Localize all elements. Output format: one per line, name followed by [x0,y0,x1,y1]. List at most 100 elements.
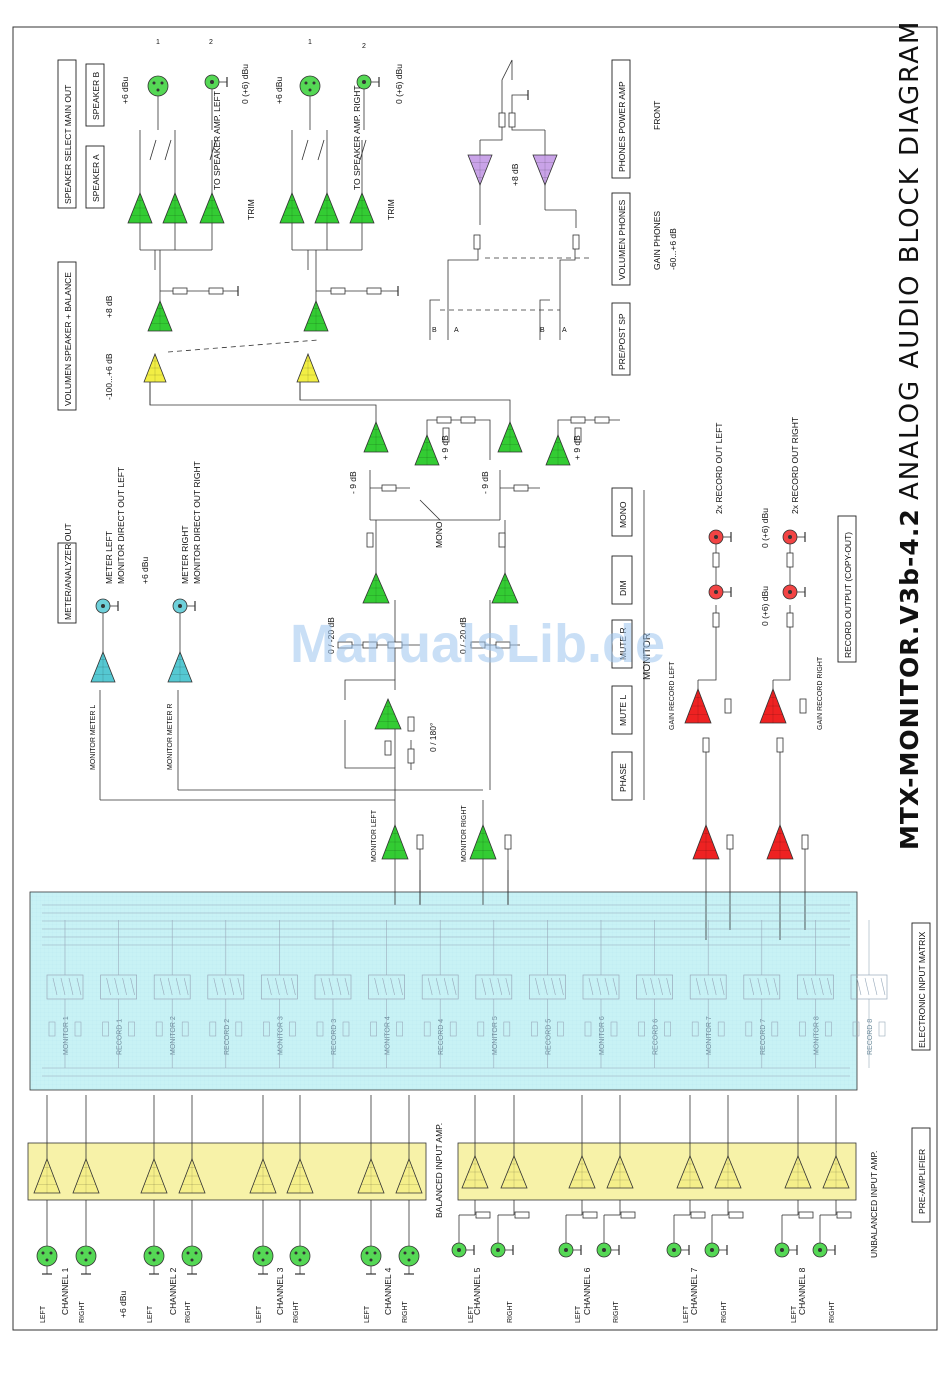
phones-right-res [508,112,516,128]
matrix-resistor [878,1021,886,1037]
resistor [172,287,188,295]
matrix-resistor [664,1021,671,1037]
channel-right-label: RIGHT [79,1301,86,1324]
matrix-resistor [209,1021,217,1037]
resistor [776,737,784,753]
monitor-button-dim[interactable] [611,555,633,605]
meter-left-label: METER LEFT [104,531,114,584]
wire [539,299,550,340]
wire [359,139,367,161]
wire [557,419,620,435]
spk-jack-left-level: 0 (+6) dBu [240,64,250,104]
wire [501,59,513,113]
channel-left-label: LEFT [40,1305,47,1323]
xlr-pin [257,1251,261,1255]
wire [209,139,217,161]
matrix-switch-contact [106,977,111,996]
monitor-button-mono[interactable] [611,487,633,537]
matrix-resistor [342,1021,350,1037]
xlr-pin [190,1258,194,1262]
matrix-switch-contact [435,977,441,996]
jack-pin [672,1248,676,1252]
to-speaker-right-label: TO SPEAKER AMP. RIGHT [352,85,362,190]
balanced-preamp [33,1157,61,1194]
matrix-switch-contact [604,977,610,996]
resistor [436,416,452,424]
channel-right-label: RIGHT [613,1301,620,1324]
monitor-button-phase[interactable] [611,751,633,801]
prepost-b-left: B [432,327,437,334]
matrix-resistor [235,1021,243,1037]
matrix-switch-contact [328,977,334,996]
dim-resistor [337,641,353,649]
matrix-cell-label: RECORD 6 [653,1019,660,1055]
xlr-pin [152,1258,156,1262]
speaker-a-button[interactable] [85,145,105,209]
matrix-cell-label: MONITOR 8 [813,1016,820,1055]
monitor-left-amp [381,823,409,860]
jack-pin [710,1248,714,1252]
resistor [330,287,346,295]
channel-right-label: RIGHT [293,1301,300,1324]
wire [149,139,157,161]
wire [149,380,377,422]
matrix-switch-contact [827,977,832,996]
jack-pin [788,535,792,539]
speaker-left-out-amp [199,191,225,224]
trim-pot [690,1211,706,1219]
matrix-switch-contact [213,977,219,996]
matrix-switch-contact [382,977,387,996]
speaker-b-button[interactable] [85,63,105,127]
wire [426,419,491,460]
monitor-button-mute-r[interactable] [611,619,633,669]
unbalanced-preamp-zone [457,1142,857,1201]
matrix-switch-contact [757,977,763,996]
matrix-resistor [852,1021,860,1037]
resistor [712,612,720,628]
wire [301,139,309,161]
resistor [786,612,794,628]
matrix-switch-contact [68,977,74,996]
speaker-left-out-amp [162,191,188,224]
speaker-right-out-amp [314,191,340,224]
matrix-resistor [717,1021,725,1037]
balanced-preamp [286,1157,314,1194]
matrix-resistor [584,1021,592,1037]
range-right-label: 0 / -20 dB [458,617,468,654]
matrix-resistor [316,1021,324,1037]
matrix-switch-contact [374,977,379,996]
matrix-cell-label: RECORD 1 [117,1019,124,1055]
volumen-phones-box [611,192,631,286]
misc-labels: BALANCED INPUT AMP. UNBALANCED INPUT AMP… [90,39,879,1318]
phones-power-amp-box [611,59,631,179]
mono-right-amp [491,571,519,604]
xlr-pin [365,1251,369,1255]
xlr-pin [369,1258,373,1262]
jack-pin [714,535,718,539]
spk-xlr-left-level: +6 dBu [120,77,130,104]
resistor [381,484,397,492]
trim-left-label: TRIM [246,199,256,220]
trim-pot [582,1211,598,1219]
phones-left-amp [467,154,493,187]
preamp-label-box [911,1127,931,1223]
channel-name: CHANNEL 8 [797,1267,807,1315]
gain-phones-label: GAIN PHONES [652,211,662,270]
xlr-pin [186,1251,190,1255]
pin-1-left: 1 [156,39,160,46]
section-label-boxes: ELECTRONIC INPUT MATRIX PRE-AMPLIFIER ME… [57,59,931,1223]
matrix-switch-contact [658,977,663,996]
matrix-cell-label: MONITOR 4 [385,1016,392,1055]
matrix-resistor [610,1021,618,1037]
prepost-box[interactable] [611,302,631,376]
prepost-b-right: B [540,327,545,334]
monitor-button-mute-l[interactable] [611,685,633,735]
channel-left-label: LEFT [575,1305,582,1323]
resistor [504,834,512,850]
unbalanced-preamp [568,1154,596,1189]
wire [299,380,511,422]
gain-record-left-label: GAIN RECORD LEFT [669,661,676,730]
trim-pot [728,1211,744,1219]
pin-2-right: 2 [362,43,366,50]
